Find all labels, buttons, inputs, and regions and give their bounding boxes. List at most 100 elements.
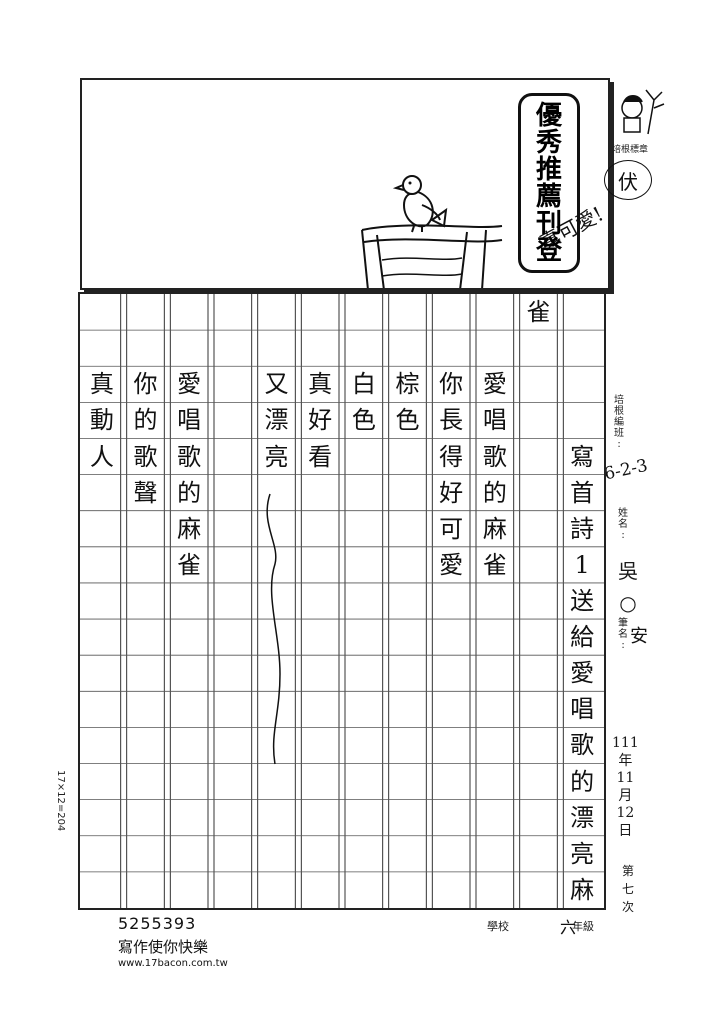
grid-char: 1 — [574, 550, 590, 579]
grid-char: 愛 — [439, 550, 464, 579]
illustration-frame: 真可愛! — [80, 78, 610, 290]
grid-char: 歌 — [570, 731, 595, 760]
grid-char: 又 — [264, 370, 289, 399]
class-label-char: : — [617, 439, 621, 450]
footer-slogan: 寫作使你快樂 — [118, 938, 209, 956]
logo-caption: 培根標章 — [612, 145, 649, 155]
name-label: 姓名: — [618, 508, 628, 541]
name-value-char: 吳 — [618, 559, 638, 583]
bacon-mascot-logo-icon — [621, 89, 665, 135]
grid-char: 雀 — [482, 550, 507, 579]
date-part: 11 — [616, 770, 635, 786]
grid-char: 的 — [482, 478, 507, 507]
class-label-char: 班 — [614, 428, 624, 439]
grid-char: 寫 — [570, 442, 595, 471]
grade-value: 六 — [560, 918, 577, 937]
stamp-char: 秀 — [535, 127, 562, 158]
grid-char: 雀 — [177, 550, 202, 579]
grid-char: 人 — [89, 442, 114, 471]
grid-char: 愛 — [570, 659, 595, 688]
stamp-char: 登 — [535, 235, 562, 266]
grid-char: 好 — [439, 478, 464, 507]
grid-char: 色 — [351, 406, 376, 435]
grid-char: 歌 — [133, 442, 158, 471]
session-label: 第七次 — [622, 862, 634, 916]
grid-char: 聲 — [133, 478, 158, 507]
grid-char: 可 — [439, 514, 464, 543]
grid-char: 唱 — [570, 695, 595, 724]
stamp-char: 薦 — [535, 181, 562, 212]
grid-char: 看 — [308, 442, 333, 471]
pen-label-char: 筆 — [618, 618, 628, 629]
grid-char: 首 — [570, 478, 595, 507]
grid-char: 雀 — [526, 298, 551, 327]
stamp-char: 刊 — [535, 208, 562, 239]
class-label: 培根編班: — [614, 395, 624, 450]
grid-char: 白 — [351, 370, 376, 399]
grid-char: 愛 — [177, 370, 202, 399]
session-char: 第 — [622, 864, 635, 878]
grid-char: 麻 — [482, 514, 507, 543]
continuation-strokes — [266, 493, 281, 765]
session-char: 七 — [622, 882, 635, 896]
date-part: 月 — [618, 787, 633, 804]
date-part: 年 — [618, 752, 633, 769]
date-part: 111 — [612, 735, 639, 751]
grid-char: 歌 — [177, 442, 202, 471]
grid-char: 漂 — [264, 406, 289, 435]
name-value: 吳○ — [618, 555, 638, 619]
school-label: 學校 — [487, 920, 509, 933]
date-part: 12 — [616, 805, 635, 821]
class-label-char: 根 — [614, 406, 624, 417]
grid-char: 好 — [308, 406, 333, 435]
grade-label: 年級 — [572, 920, 594, 933]
worksheet-number: 5255393 — [118, 914, 197, 933]
class-label-char: 培 — [614, 395, 624, 406]
excellent-recommendation-stamp: 優秀推薦刊登 — [518, 93, 580, 273]
grid-char: 歌 — [482, 442, 507, 471]
grid-char: 得 — [439, 442, 464, 471]
pen-name-value: 安 — [630, 626, 648, 647]
stamp-char: 推 — [535, 154, 562, 185]
grid-char: 唱 — [482, 406, 507, 435]
grid-lines — [80, 294, 604, 908]
grid-char: 唱 — [177, 406, 202, 435]
grid-char: 長 — [439, 406, 464, 435]
grid-char: 真 — [308, 370, 333, 399]
grid-char: 真 — [89, 370, 114, 399]
grid-size-code: 17×12=204 — [55, 770, 66, 832]
grid-char: 麻 — [570, 875, 595, 904]
pen-label-char: 名 — [618, 629, 628, 640]
name-label-char: 名 — [618, 519, 628, 530]
grid-char: 的 — [177, 478, 202, 507]
name-label-char: : — [621, 530, 625, 541]
class-label-char: 編 — [614, 417, 624, 428]
stamp-char: 優 — [535, 100, 562, 131]
bird-on-fence-drawing — [361, 175, 503, 288]
grid-char: 你 — [439, 370, 464, 399]
grid-char: 漂 — [570, 803, 595, 832]
grid-char: 亮 — [570, 839, 595, 868]
name-value-char: ○ — [619, 591, 637, 615]
grid-char: 給 — [570, 623, 595, 652]
name-label-char: 姓 — [618, 508, 628, 519]
class-value: 6-2-3 — [602, 455, 650, 485]
pen-label-char: : — [621, 640, 625, 651]
grid-char: 你 — [133, 370, 158, 399]
grid-char: 麻 — [177, 514, 202, 543]
session-char: 次 — [622, 900, 635, 914]
grid-char: 愛 — [482, 370, 507, 399]
pen-name-label: 筆名: — [618, 618, 628, 651]
grid-char: 棕 — [395, 370, 420, 399]
teacher-signature: 伏 — [604, 160, 652, 200]
grid-char: 色 — [395, 406, 420, 435]
grid-char: 動 — [89, 406, 114, 435]
grid-char: 送 — [570, 587, 595, 615]
grid-char: 的 — [570, 767, 595, 796]
grid-char: 亮 — [264, 442, 289, 471]
date-part: 日 — [618, 822, 633, 839]
